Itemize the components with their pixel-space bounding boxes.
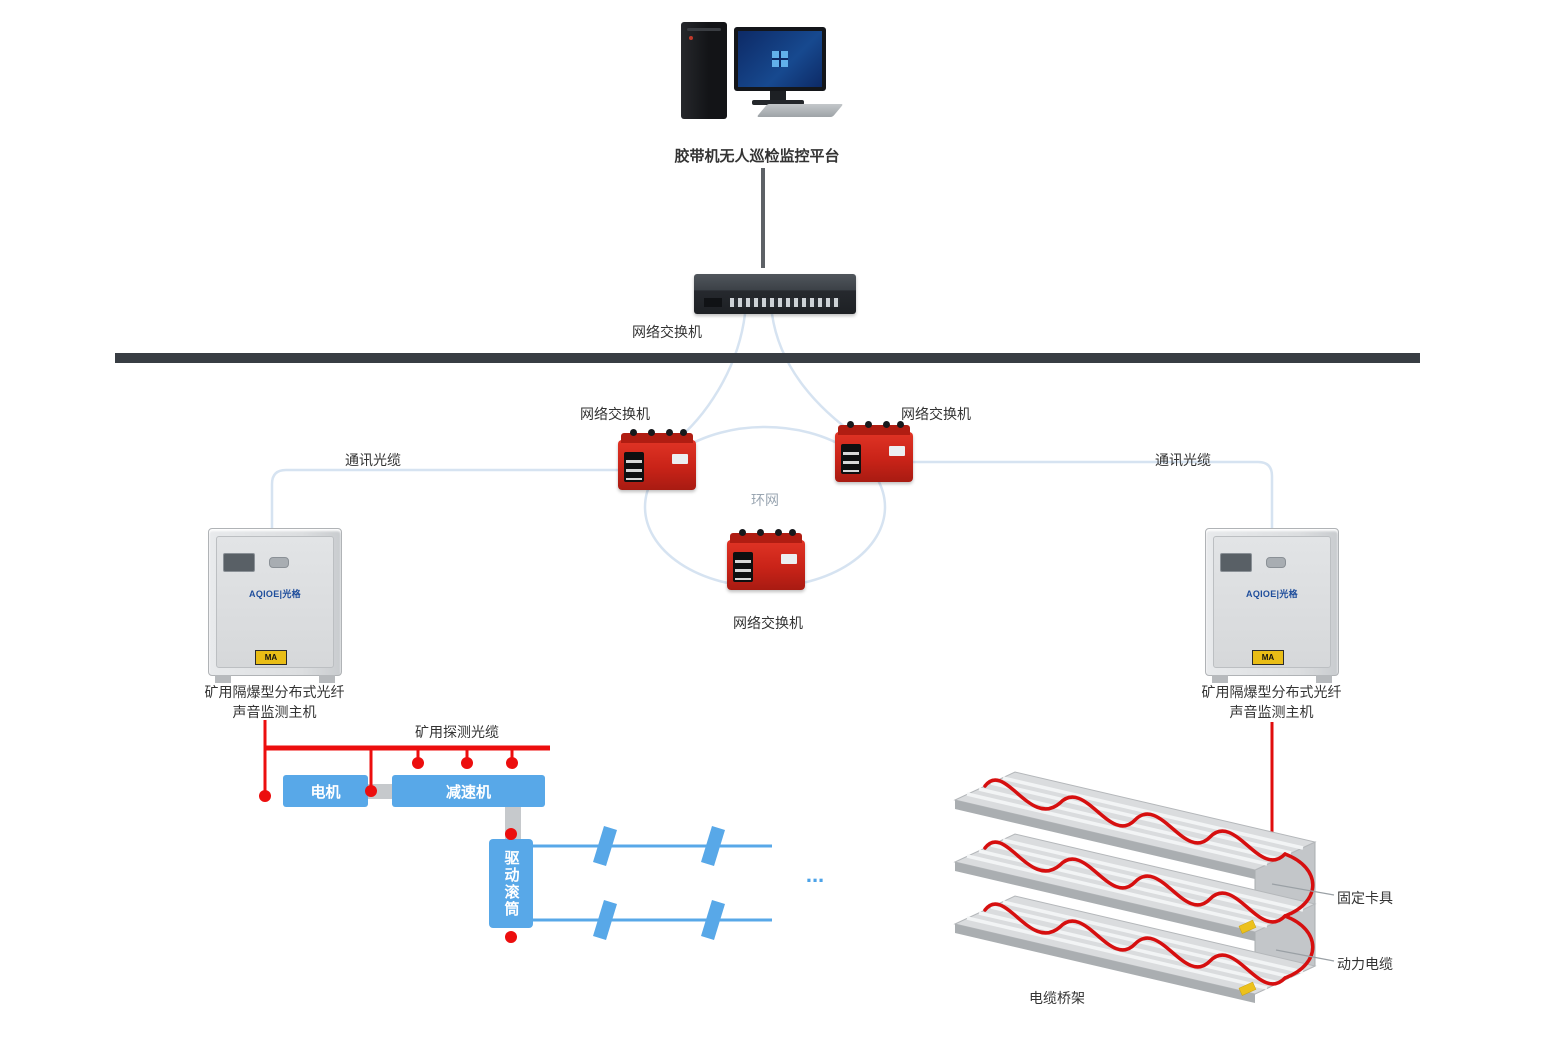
ring-network-label: 环网 [751,492,779,508]
ring-switch-left-label: 网络交换机 [580,406,650,422]
keyboard-icon [756,104,844,117]
switch-top-face [730,533,802,543]
comm-cable-left-line [270,468,618,528]
main-switch-label: 网络交换机 [632,324,702,340]
ma-certification-badge: MA [1252,650,1284,665]
drum-label: 驱动滚筒 [502,849,520,918]
cabinet-foot [1212,675,1228,683]
cabinet-brand-text: AQIOE|光格 [1246,589,1298,599]
switch-terminals [847,421,854,428]
switch-sticker [672,454,688,464]
ring-switch-left-icon [618,429,696,490]
switch-terminals [630,429,637,436]
computer-tower-icon [681,22,727,119]
belt-lines [533,844,772,922]
reducer-label: 减速机 [445,783,491,801]
cable-tray-illustration [953,722,1335,1003]
cabinet-foot [215,675,231,683]
ring-switch-right-label: 网络交换机 [901,406,971,422]
detection-fiber-cable [263,720,550,792]
host-left-label-line2: 声音监测主机 [232,704,317,721]
ring-switch-bottom-label: 网络交换机 [733,615,803,631]
belt-continuation-ellipsis: ... [805,862,825,887]
leader-lines [1271,883,1335,962]
host-right-label-line1: 矿用隔爆型分布式光纤 [1201,684,1342,700]
switch-ports [730,298,840,307]
comm-cable-right-line [912,460,1274,528]
monitor-screen [738,31,822,87]
ring-switch-bottom-icon [727,529,805,590]
switch-port-block [624,452,644,482]
comm-cable-right-label: 通讯光缆 [1155,452,1211,468]
belt-segments [593,826,725,940]
clamp-tags [1238,919,1257,996]
ma-certification-badge: MA [255,650,287,665]
motor-box [283,775,368,807]
cabinet-foot [1316,675,1332,683]
monitor-stand [770,91,786,101]
monitor-base [752,100,804,105]
cabinet-foot [319,675,335,683]
motor-label: 电机 [310,783,341,801]
ring-switch-right-icon [835,421,913,482]
fiber-sound-host-right-icon: AQIOE|光格 MA [1205,528,1339,683]
cabinet-brand-text: AQIOE|光格 [249,589,301,599]
cable-tray-label: 电缆桥架 [1029,990,1085,1006]
comm-cable-left-label: 通讯光缆 [345,452,401,468]
host-right-label-line2: 声音监测主机 [1229,704,1314,721]
switch-sticker [889,446,905,456]
computer-monitor-icon [734,27,826,91]
platform-label: 胶带机无人巡检监控平台 [674,148,840,165]
switch-top-face [838,425,910,435]
clamp-label: 固定卡具 [1337,890,1393,906]
fiber-sound-host-left-icon: AQIOE|光格 MA [208,528,342,683]
main-network-switch-icon [694,274,856,314]
conveyor-schematic [259,720,772,943]
switch-port-block [733,552,753,582]
switch-badge [704,298,722,307]
drum-box [489,839,533,928]
windows-logo-icon [772,51,788,67]
power-cable-label: 动力电缆 [1337,956,1393,972]
switch-port-block [841,444,861,474]
surface-divider-bar [115,353,1420,363]
host-right-label: 矿用隔爆型分布式光纤 声音监测主机 [1174,682,1369,723]
switch-sticker [781,554,797,564]
cabinet-handle [269,557,289,568]
host-left-label-line1: 矿用隔爆型分布式光纤 [204,684,345,700]
tray-red-cable [983,778,1315,986]
cabinet-display [1220,553,1252,572]
cabinet-handle [1266,557,1286,568]
cabinet-display [223,553,255,572]
detect-cable-label: 矿用探测光缆 [415,724,499,740]
host-left-label: 矿用隔爆型分布式光纤 声音监测主机 [177,682,372,723]
switch-top-face [621,433,693,443]
reducer-box [392,775,545,807]
switch-terminals [739,529,746,536]
fiber-sensor-dots [259,757,518,943]
